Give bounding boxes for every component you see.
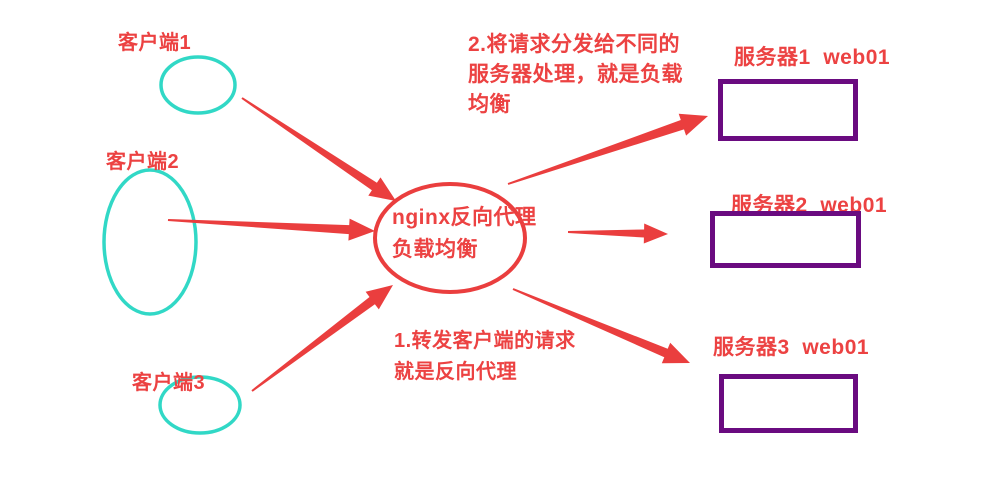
reverse-proxy-annotation: 1.转发客户端的请求 就是反向代理	[394, 330, 576, 383]
client3-label: 客户端3	[132, 372, 206, 394]
server1-box	[718, 79, 858, 141]
arrow-client2-to-nginx	[167, 218, 375, 241]
server2-box	[710, 211, 861, 268]
server1-label: 服务器1 web01	[734, 46, 891, 69]
arrow-client1-to-nginx	[241, 97, 396, 201]
load-balancing-annotation: 2.将请求分发给不同的 服务器处理，就是负载 均衡	[468, 33, 683, 116]
arrow-nginx-to-server2	[568, 223, 668, 244]
client2-label: 客户端2	[106, 151, 180, 173]
arrow-nginx-to-server1	[507, 113, 708, 185]
nginx-ellipse	[373, 182, 527, 294]
arrow-client3-to-nginx	[251, 285, 393, 392]
client3-ellipse	[158, 375, 242, 435]
nginx-node-label: nginx反向代理 负载均衡	[392, 206, 537, 261]
client1-ellipse	[159, 55, 237, 115]
server3-label: 服务器3 web01	[713, 336, 870, 359]
client2-ellipse	[102, 168, 198, 316]
arrow-nginx-to-server3	[512, 288, 690, 364]
server3-box	[719, 374, 858, 433]
client1-label: 客户端1	[118, 32, 192, 54]
